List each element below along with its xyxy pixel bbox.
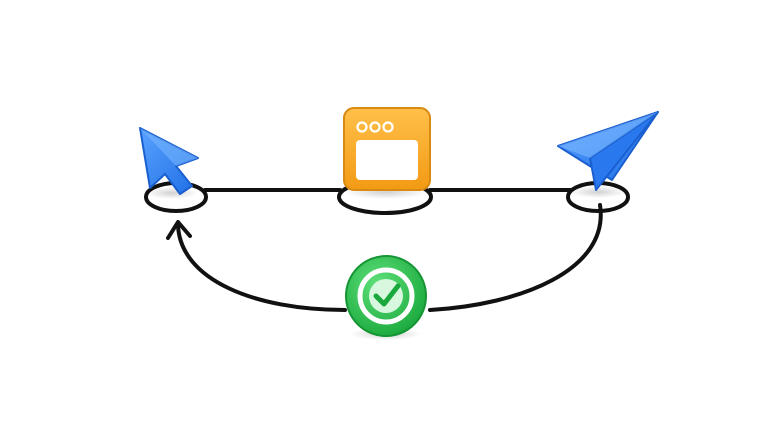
- browser-window-icon: [343, 107, 431, 199]
- cursor-arrow-icon: [139, 127, 199, 199]
- paper-plane-icon: [557, 111, 659, 198]
- loop-arrowhead: [166, 220, 192, 240]
- check-badge-icon: [345, 255, 427, 340]
- loop-arc: [176, 203, 603, 312]
